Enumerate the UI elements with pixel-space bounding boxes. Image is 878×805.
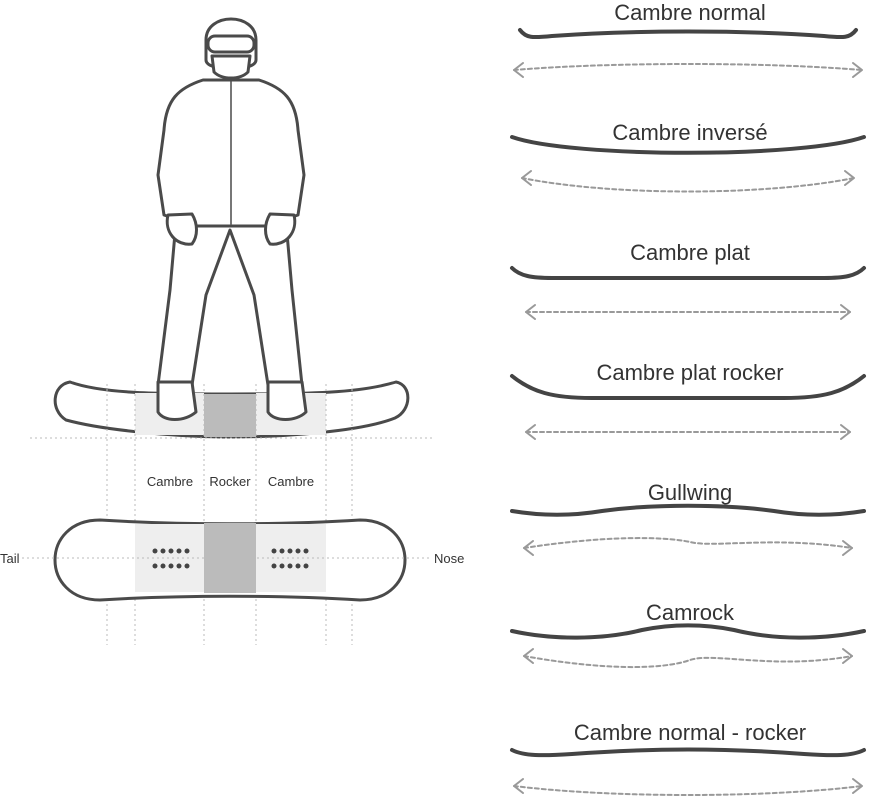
profile-board-line [510, 266, 866, 280]
arrow-left-head-icon [513, 778, 524, 794]
profile-board-line [510, 503, 866, 517]
zone-guides [30, 384, 432, 645]
arrow-left-head-icon [525, 304, 536, 320]
arrow-right-head-icon [840, 424, 851, 440]
profile-row-camber-rocker: Cambre normal - rocker [510, 720, 866, 796]
profile-board-line [510, 747, 866, 758]
profile-flex-arrow [523, 655, 853, 669]
profile-row-flat-rocker: Cambre plat rocker [510, 360, 866, 440]
goggles-icon [206, 34, 256, 54]
profile-row-camber: Cambre normal [513, 0, 863, 78]
profile-row-flat: Cambre plat [510, 240, 866, 320]
rider-illustration [53, 17, 410, 439]
rider-legs [156, 220, 304, 387]
arrow-right-head-icon [852, 62, 863, 78]
profile-board-line [510, 135, 866, 155]
profile-title: Camrock [646, 600, 735, 625]
zone-label-left: Cambre [147, 474, 193, 489]
profile-row-gullwing: Gullwing [510, 480, 866, 556]
profile-title: Cambre normal - rocker [574, 720, 806, 745]
profile-title: Cambre inversé [612, 120, 767, 145]
arrow-right-head-icon [852, 778, 863, 794]
rider-left-hand [165, 212, 198, 246]
binding-inserts-left [152, 548, 190, 569]
arrow-left-head-icon [523, 648, 534, 664]
arrow-left-head-icon [525, 424, 536, 440]
profile-board-line [510, 623, 866, 640]
arrow-right-head-icon [844, 170, 855, 186]
arrow-left-head-icon [513, 62, 524, 78]
profile-board-line [510, 374, 866, 400]
profile-title: Cambre plat rocker [596, 360, 783, 385]
profile-flex-arrow [513, 63, 863, 71]
profile-board-line [518, 28, 858, 40]
top-camber-zone-right [256, 524, 326, 592]
left-boot [156, 380, 198, 421]
profile-row-reverse-camber: Cambre inversé [510, 120, 866, 193]
arrow-left-head-icon [523, 540, 534, 556]
right-boot [266, 380, 308, 421]
profile-flex-arrow [523, 537, 853, 549]
binding-inserts-right [271, 548, 309, 569]
rider-face [210, 54, 252, 80]
nose-label: Nose [434, 551, 464, 566]
profile-title: Gullwing [648, 480, 732, 505]
arrow-right-head-icon [842, 540, 853, 556]
profile-row-camrock: Camrock [510, 600, 866, 669]
rider-right-hand [264, 212, 297, 246]
zone-label-center: Rocker [209, 474, 251, 489]
tail-label: Tail [0, 551, 20, 566]
profile-title: Cambre plat [630, 240, 750, 265]
top-board [22, 518, 432, 602]
side-rocker-zone [204, 394, 256, 437]
profile-flex-arrow [521, 177, 855, 193]
arrow-right-head-icon [840, 304, 851, 320]
arrow-left-head-icon [521, 170, 532, 186]
profile-title: Cambre normal [614, 0, 766, 25]
arrow-right-head-icon [842, 648, 853, 664]
profile-flex-arrow [513, 785, 863, 796]
zone-label-right: Cambre [268, 474, 314, 489]
